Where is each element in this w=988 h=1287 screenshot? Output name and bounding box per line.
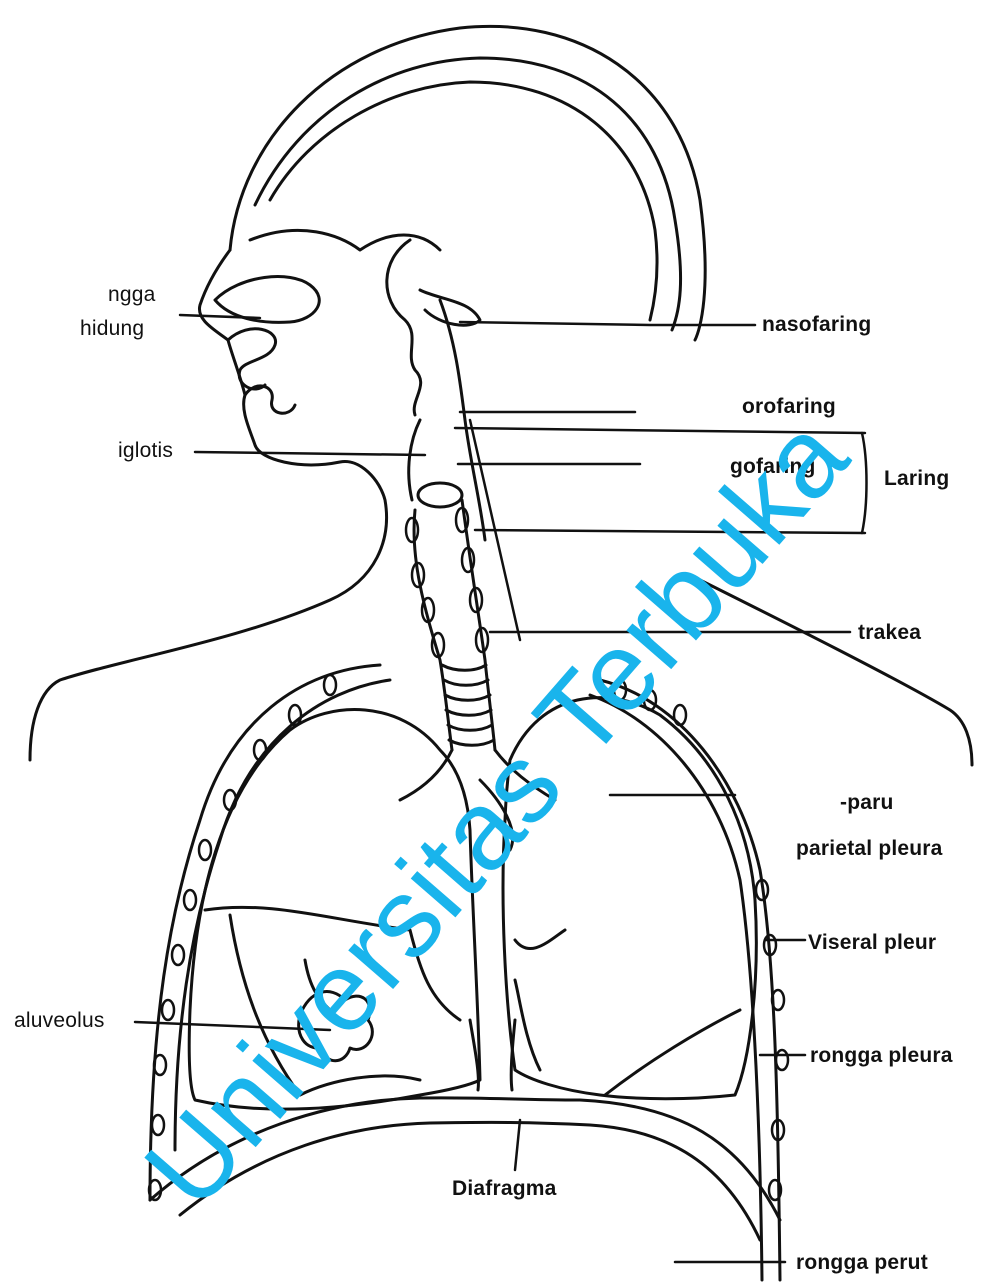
- label-orofaring: orofaring: [742, 396, 836, 417]
- chest-wall-left-inner: [175, 680, 390, 1150]
- lung-right-fissure: [515, 930, 740, 1095]
- label-rongga-hidung-line1: ngga: [108, 284, 156, 305]
- label-laring: Laring: [884, 468, 949, 489]
- alveolus-cluster: [299, 992, 373, 1061]
- label-rongga-pleura: rongga pleura: [810, 1045, 953, 1066]
- soft-palate: [420, 290, 480, 325]
- lung-left: [189, 710, 480, 1110]
- skull-inner-2: [270, 82, 657, 320]
- label-paru: -paru: [840, 792, 894, 813]
- trachea-left: [414, 510, 452, 750]
- label-rongga-hidung-line2: hidung: [80, 318, 144, 339]
- label-laringofaring: gofaring: [730, 456, 816, 477]
- leader-rongga-hidung: [180, 315, 260, 318]
- label-diafragma: Diafragma: [452, 1178, 557, 1199]
- label-epiglotis: iglotis: [118, 440, 173, 461]
- mediastinum: [470, 1020, 515, 1090]
- rib-marks-left: [149, 675, 336, 1200]
- label-aluveolus: aluveolus: [14, 1010, 105, 1031]
- leader-laring-bottom: [475, 530, 865, 533]
- nasopharynx-wall: [387, 240, 421, 415]
- skull-inner: [255, 58, 681, 330]
- chest-wall-right-inner: [590, 695, 762, 1280]
- lung-left-fissure: [205, 907, 460, 1095]
- leader-diafragma: [515, 1120, 520, 1170]
- diaphragm: [150, 1098, 780, 1220]
- label-parietal-pleura: parietal pleura: [796, 838, 943, 859]
- label-viseral-pleura: Viseral pleur: [808, 932, 936, 953]
- larynx-ring: [418, 483, 462, 507]
- skull-outline: [230, 26, 705, 340]
- label-rongga-perut: rongga perut: [796, 1252, 928, 1273]
- rib-marks-right: [614, 680, 788, 1200]
- pharynx-front: [409, 420, 420, 500]
- bronchi: [400, 750, 555, 850]
- leader-aluveolus: [135, 1022, 330, 1030]
- trachea-right: [462, 500, 495, 750]
- leader-orofaring-2: [455, 428, 865, 433]
- lung-right: [503, 698, 756, 1099]
- shoulder-right: [700, 580, 972, 765]
- cranial-base: [250, 230, 440, 250]
- leader-nasofaring: [460, 322, 755, 325]
- nasal-turbinate-1: [215, 277, 319, 323]
- label-trakea: trakea: [858, 622, 921, 643]
- leader-epiglotis: [195, 452, 425, 455]
- label-nasofaring: nasofaring: [762, 314, 871, 335]
- laring-bracket: [862, 433, 867, 533]
